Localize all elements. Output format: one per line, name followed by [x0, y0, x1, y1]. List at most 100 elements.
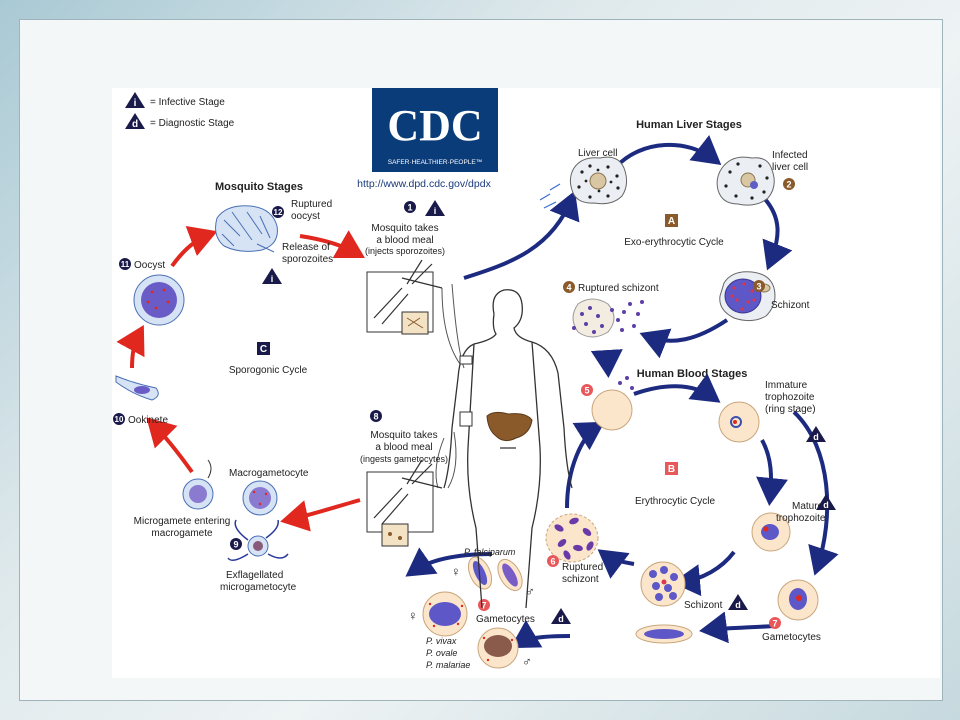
diagram-canvas: i = Infective Stage d = Diagnostic Stage…	[113, 88, 839, 670]
stage-8-label-1: Mosquito takes	[370, 430, 437, 441]
female-symbol-2: ♀	[408, 608, 418, 623]
mosquito-injecting	[366, 259, 443, 335]
ruptured-liver-schizont	[572, 298, 644, 338]
immature-label-2: trophozoite	[765, 392, 815, 403]
liver-schizont-label: Schizont	[771, 300, 810, 311]
microgamete-label-2: macrogamete	[151, 528, 213, 539]
mosquito-stages-title: Mosquito Stages	[215, 181, 303, 193]
infective-triangle-icon	[125, 92, 145, 108]
macrogametocyte-label: Macrogametocyte	[229, 468, 309, 479]
stage-4-badge	[563, 281, 575, 293]
male-symbol: ♂	[525, 584, 535, 599]
oocyst	[133, 274, 185, 326]
cycle-c-badge	[257, 342, 270, 355]
stage-8-number: 8	[373, 412, 378, 422]
cdc-url: http://www.dpd.cdc.gov/dpdx	[357, 178, 491, 190]
female-symbol: ♀	[451, 564, 461, 579]
blood-cycle-arrows	[405, 373, 839, 649]
liver-cell-label: Liver cell	[578, 148, 617, 159]
diagnostic-triangle-icon	[125, 113, 145, 129]
connector-lines	[435, 283, 465, 489]
stage-9-badge	[230, 538, 242, 550]
liver-cycle-arrows	[463, 135, 793, 378]
stage-12-number: 12	[274, 208, 283, 217]
stage-2-number: 2	[786, 180, 791, 190]
stage-8-label-2: a blood meal	[375, 442, 432, 453]
stage-1-number: 1	[407, 203, 412, 213]
infective-icon-stage-1	[425, 200, 445, 216]
stage-10-number: 10	[115, 415, 124, 424]
ruptured-oocyst-label-2: oocyst	[291, 211, 320, 222]
legend-infective-label: = Infective Stage	[150, 97, 225, 108]
legend-diagnostic-label: = Diagnostic Stage	[150, 118, 235, 129]
ruptured-blood-label-1: Ruptured	[562, 562, 603, 573]
human-figure	[443, 289, 573, 609]
liver-stages-title: Human Liver Stages	[636, 119, 742, 131]
ruptured-oocyst	[215, 205, 278, 253]
cdc-tagline: SAFER·HEALTHIER·PEOPLE™	[388, 159, 483, 166]
stage-10-badge	[113, 413, 125, 425]
rbc-immature-trophozoite	[718, 401, 760, 443]
diagnostic-icon-immature	[806, 426, 826, 442]
diagnostic-icon-schizont	[728, 594, 748, 610]
ring-stage-parasite	[730, 416, 742, 428]
cycle-a-badge	[665, 214, 678, 227]
stage-7b-number: 7	[481, 601, 486, 611]
cycle-c-letter: C	[260, 344, 267, 355]
diagnostic-icon-gametocytes	[551, 608, 571, 624]
p-malariae-label: P. malariae	[426, 660, 470, 670]
falciparum-gametocytes	[467, 556, 523, 592]
gametocytes-b-label: Gametocytes	[476, 614, 535, 625]
infective-mark: i	[434, 206, 437, 216]
stage-1-badge	[404, 201, 416, 213]
sporogonic-cycle-label: Sporogonic Cycle	[229, 365, 308, 376]
ookinete-label: Ookinete	[128, 415, 168, 426]
cdc-logo: CDC SAFER·HEALTHIER·PEOPLE™	[372, 88, 498, 172]
mature-label-2: trophozoite	[776, 513, 826, 524]
liver-cell	[569, 156, 628, 205]
stage-11-number: 11	[121, 260, 130, 269]
stage-4-number: 4	[566, 283, 571, 293]
rbc-merozoite-entry	[591, 389, 633, 431]
exflagellated-label-1: Exflagellated	[226, 570, 283, 581]
p-vivax-label: P. vivax	[426, 636, 457, 646]
cycle-a-letter: A	[668, 216, 675, 227]
immature-label-3: (ring stage)	[765, 404, 816, 415]
stage-8-badge	[370, 410, 382, 422]
stage-1-label-3: (injects sporozoites)	[365, 246, 445, 256]
stage-2-badge	[783, 178, 795, 190]
stage-6-badge	[547, 555, 559, 567]
infective-mark: i	[271, 274, 274, 284]
oocyst-label: Oocyst	[134, 260, 165, 271]
diagnostic-symbol: d	[132, 119, 138, 130]
diagnostic-mark: d	[823, 500, 829, 510]
infective-icon-sporozoites	[262, 268, 282, 284]
diagnostic-mark: d	[735, 600, 741, 610]
malaria-life-cycle-diagram: i = Infective Stage d = Diagnostic Stage…	[112, 88, 940, 678]
stage-1-label-2: a blood meal	[376, 235, 433, 246]
stage-11-badge	[119, 258, 131, 270]
bandage-lower	[459, 411, 473, 427]
stage-7-badge	[769, 617, 781, 629]
infected-label-2: liver cell	[772, 162, 808, 173]
exflagellated-label-2: microgametocyte	[220, 582, 297, 593]
release-label-1: Release of	[282, 242, 330, 253]
ruptured-liver-schizont-label: Ruptured schizont	[578, 283, 659, 294]
release-label-2: sporozoites	[282, 254, 333, 265]
infected-label-1: Infected	[772, 150, 808, 161]
mature-label-1: Mature	[792, 501, 824, 512]
p-ovale-label: P. ovale	[426, 648, 457, 658]
erythrocytic-cycle-label: Erythrocytic Cycle	[635, 496, 715, 507]
gametocytes-label: Gametocytes	[762, 632, 821, 643]
diagnostic-icon-mature	[816, 494, 836, 510]
infected-liver-cell	[716, 156, 775, 206]
ruptured-blood-label-2: schizont	[562, 574, 599, 585]
cycle-b-letter: B	[668, 464, 675, 475]
stage-6-number: 6	[550, 557, 555, 567]
stage-7-number: 7	[772, 619, 777, 629]
stage-12-badge	[272, 206, 284, 218]
legend: i = Infective Stage d = Diagnostic Stage	[125, 92, 235, 130]
ruptured-oocyst-label-1: Ruptured	[291, 199, 332, 210]
rbc-ruptured-schizont	[545, 513, 599, 563]
stage-8-label-3: (ingests gametocytes)	[360, 454, 448, 464]
